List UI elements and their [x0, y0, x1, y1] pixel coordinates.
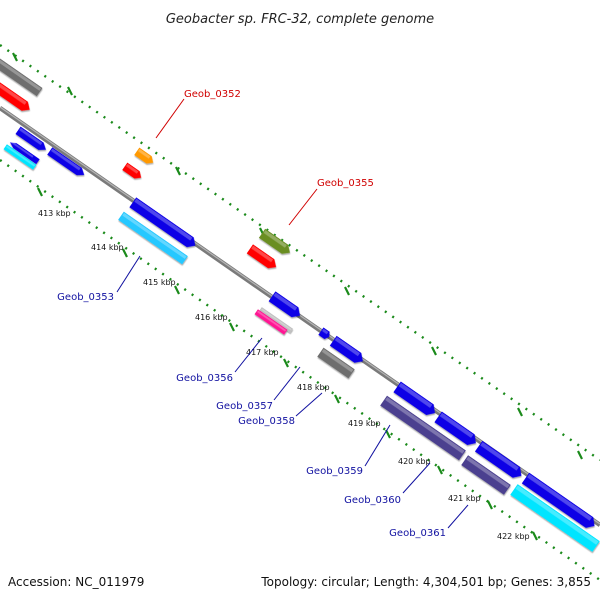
- outer-major-tick: [577, 450, 583, 460]
- accession-text: Accession: NC_011979: [8, 575, 144, 589]
- tick-label: 422 kbp: [497, 532, 530, 541]
- outer-major-tick: [517, 407, 523, 417]
- feature-blue-0357a: [318, 327, 330, 340]
- tick-label: 415 kbp: [143, 278, 176, 287]
- tick-label: 416 kbp: [195, 313, 228, 322]
- gene-label-geob_0355[interactable]: Geob_0355: [317, 178, 374, 189]
- leader-0357: [273, 366, 301, 401]
- inner-tick-ring: [0, 159, 600, 581]
- feature-lightblue-0353: [118, 211, 188, 265]
- inner-major-tick: [437, 465, 443, 475]
- outer-major-tick: [175, 166, 181, 176]
- outer-major-tick: [431, 346, 437, 356]
- tick-label: 421 kbp: [448, 494, 481, 503]
- feature-blue-0362: [521, 472, 595, 528]
- feature-cyan-0350: [3, 144, 37, 170]
- leader-0359: [364, 424, 391, 467]
- feature-gray-top: [0, 53, 43, 97]
- gene-label-geob_0352[interactable]: Geob_0352: [184, 89, 241, 100]
- inner-major-ticks: [37, 187, 538, 541]
- feature-orange-0352: [134, 147, 154, 164]
- tick-label: 418 kbp: [297, 383, 330, 392]
- feature-gray-0358: [317, 347, 355, 379]
- inner-major-tick: [334, 394, 340, 404]
- feature-olive-0355: [258, 228, 290, 254]
- leader-0356: [234, 337, 263, 373]
- tick-label: 419 kbp: [348, 419, 381, 428]
- gene-label-geob_0356[interactable]: Geob_0356: [176, 373, 233, 384]
- gene-label-leaders: [116, 98, 469, 529]
- gene-label-geob_0358[interactable]: Geob_0358: [238, 416, 295, 427]
- gene-label-geob_0360[interactable]: Geob_0360: [344, 495, 401, 506]
- feature-cyan-0362: [510, 484, 600, 552]
- feature-blue-0356: [268, 291, 300, 318]
- feature-red-0355: [246, 244, 277, 269]
- feature-blue-0361: [474, 440, 522, 478]
- feature-blue-0349: [15, 126, 46, 150]
- feature-red-top: [0, 77, 30, 111]
- tick-label: 414 kbp: [91, 243, 124, 252]
- leader-0353: [116, 255, 141, 293]
- feature-blue-0353: [129, 197, 196, 248]
- leader-0352: [155, 98, 185, 139]
- inner-major-tick: [122, 248, 128, 258]
- inner-major-tick: [487, 500, 493, 510]
- outer-tick-ring: [0, 44, 600, 461]
- gene-labels: Geob_0352Geob_0355Geob_0353Geob_0356Geob…: [57, 89, 446, 539]
- gene-features: [0, 53, 600, 552]
- tick-label: 420 kbp: [398, 457, 431, 466]
- feature-red-0352: [122, 162, 142, 179]
- outer-major-tick: [12, 52, 18, 62]
- feature-slate-0359: [380, 395, 466, 461]
- map-title: Geobacter sp. FRC-32, complete genome: [166, 12, 434, 27]
- inner-major-tick: [532, 531, 538, 541]
- feature-blue-0350: [10, 141, 40, 165]
- gene-label-geob_0353[interactable]: Geob_0353: [57, 292, 114, 303]
- leader-0358: [295, 392, 323, 417]
- tick-label: 417 kbp: [246, 348, 279, 357]
- genome-summary-text: Topology: circular; Length: 4,304,501 bp…: [260, 575, 591, 589]
- inner-major-tick: [37, 187, 43, 197]
- feature-blue-0351: [47, 147, 85, 176]
- outer-major-tick: [67, 86, 73, 96]
- inner-major-tick: [174, 285, 180, 295]
- gene-label-geob_0359[interactable]: Geob_0359: [306, 466, 363, 477]
- tick-labels: 413 kbp 414 kbp 415 kbp 416 kbp 417 kbp 418 k…: [38, 209, 530, 541]
- feature-silver-0356: [258, 307, 294, 333]
- gene-label-geob_0357[interactable]: Geob_0357: [216, 401, 273, 412]
- outer-major-ticks: [12, 52, 583, 460]
- leader-0355: [288, 188, 318, 226]
- feature-slate-0361: [461, 455, 511, 495]
- outer-major-tick: [344, 286, 350, 296]
- gene-label-geob_0361[interactable]: Geob_0361: [389, 528, 446, 539]
- leader-0361: [447, 504, 469, 529]
- feature-blue-0360: [434, 411, 476, 446]
- feature-pink-0356: [254, 309, 288, 335]
- leader-0360: [402, 462, 431, 494]
- inner-major-tick: [229, 322, 235, 332]
- inner-major-tick: [283, 358, 289, 368]
- tick-label: 413 kbp: [38, 209, 71, 218]
- feature-blue-0359: [393, 381, 435, 416]
- feature-blue-0357b: [329, 335, 363, 363]
